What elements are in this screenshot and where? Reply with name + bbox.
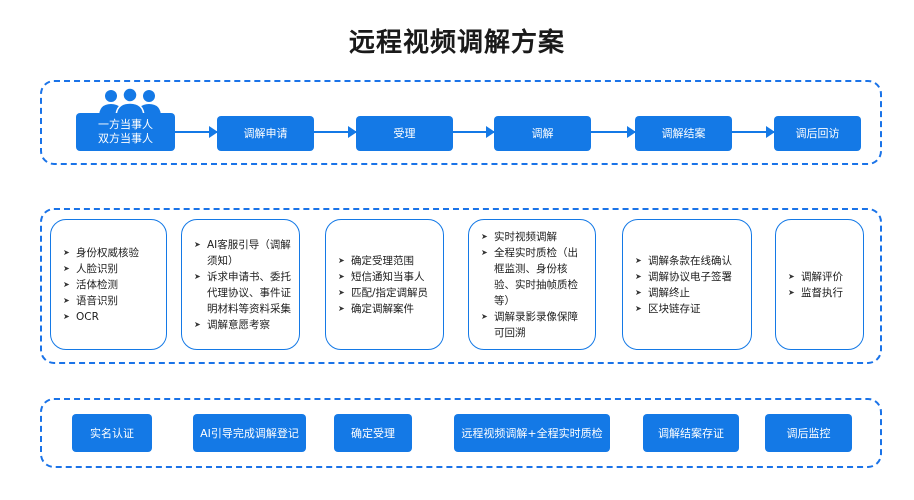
list-item: 全程实时质检（出框监测、身份核验、实时抽帧质检等） — [481, 245, 587, 309]
details-panel — [40, 208, 882, 364]
list-item: 诉求申请书、委托代理协议、事件证明材料等资料采集 — [194, 269, 291, 317]
stage-ai-registration: AI引导完成调解登记 — [193, 414, 306, 452]
detail-card-mediation: 实时视频调解 全程实时质检（出框监测、身份核验、实时抽帧质检等） 调解录影录像保… — [468, 219, 596, 350]
stage-acceptance-confirm: 确定受理 — [334, 414, 412, 452]
step-mediation: 调解 — [494, 116, 591, 151]
list-item: 确定调解案件 — [338, 301, 428, 317]
list-item: 人脸识别 — [63, 261, 139, 277]
list-item: 确定受理范围 — [338, 253, 428, 269]
step-case-closing: 调解结案 — [635, 116, 732, 151]
stages-panel — [40, 398, 882, 468]
list-item: 调解录影录像保障可回溯 — [481, 309, 587, 341]
detail-list: 调解条款在线确认 调解协议电子签署 调解终止 区块链存证 — [635, 253, 732, 317]
process-flow-panel — [40, 80, 882, 165]
list-item: 调解协议电子签署 — [635, 269, 732, 285]
detail-list: 确定受理范围 短信通知当事人 匹配/指定调解员 确定调解案件 — [338, 253, 428, 317]
detail-card-closing: 调解条款在线确认 调解协议电子签署 调解终止 区块链存证 — [622, 219, 752, 350]
list-item: 身份权威核验 — [63, 245, 139, 261]
list-item: 语音识别 — [63, 293, 139, 309]
flow-arrow — [732, 126, 775, 138]
flow-arrow — [314, 126, 357, 138]
party-one-label: 一方当事人 — [98, 118, 153, 132]
list-item: 调解意愿考察 — [194, 317, 291, 333]
list-item: 调解终止 — [635, 285, 732, 301]
step-acceptance: 受理 — [356, 116, 453, 151]
flow-arrow — [453, 126, 495, 138]
step-follow-up-visit: 调后回访 — [774, 116, 861, 151]
list-item: 监督执行 — [788, 285, 843, 301]
stage-remote-video-mediation: 远程视频调解+全程实时质检 — [454, 414, 610, 452]
list-item: OCR — [63, 309, 139, 325]
list-item: 实时视频调解 — [481, 229, 587, 245]
detail-card-follow-up: 调解评价 监督执行 — [775, 219, 864, 350]
detail-card-acceptance: 确定受理范围 短信通知当事人 匹配/指定调解员 确定调解案件 — [325, 219, 444, 350]
list-item: AI客服引导（调解须知） — [194, 237, 291, 269]
detail-card-application: 身份权威核验 人脸识别 活体检测 语音识别 OCR — [50, 219, 167, 350]
step-mediation-application: 调解申请 — [217, 116, 314, 151]
detail-card-intake: AI客服引导（调解须知） 诉求申请书、委托代理协议、事件证明材料等资料采集 调解… — [181, 219, 300, 350]
page-title: 远程视频调解方案 — [348, 28, 565, 58]
list-item: 区块链存证 — [635, 301, 732, 317]
detail-list: 实时视频调解 全程实时质检（出框监测、身份核验、实时抽帧质检等） 调解录影录像保… — [481, 229, 587, 341]
parties-box: 一方当事人 双方当事人 — [76, 113, 175, 151]
stage-real-name-auth: 实名认证 — [72, 414, 152, 452]
list-item: 调解评价 — [788, 269, 843, 285]
detail-list: 调解评价 监督执行 — [788, 269, 843, 301]
list-item: 调解条款在线确认 — [635, 253, 732, 269]
detail-list: AI客服引导（调解须知） 诉求申请书、委托代理协议、事件证明材料等资料采集 调解… — [194, 237, 291, 333]
flow-arrow — [591, 126, 636, 138]
list-item: 短信通知当事人 — [338, 269, 428, 285]
detail-list: 身份权威核验 人脸识别 活体检测 语音识别 OCR — [63, 245, 139, 325]
stage-closing-evidence: 调解结案存证 — [643, 414, 739, 452]
flow-arrow — [175, 126, 218, 138]
list-item: 匹配/指定调解员 — [338, 285, 428, 301]
list-item: 活体检测 — [63, 277, 139, 293]
stage-post-monitoring: 调后监控 — [765, 414, 852, 452]
party-both-label: 双方当事人 — [98, 132, 153, 145]
